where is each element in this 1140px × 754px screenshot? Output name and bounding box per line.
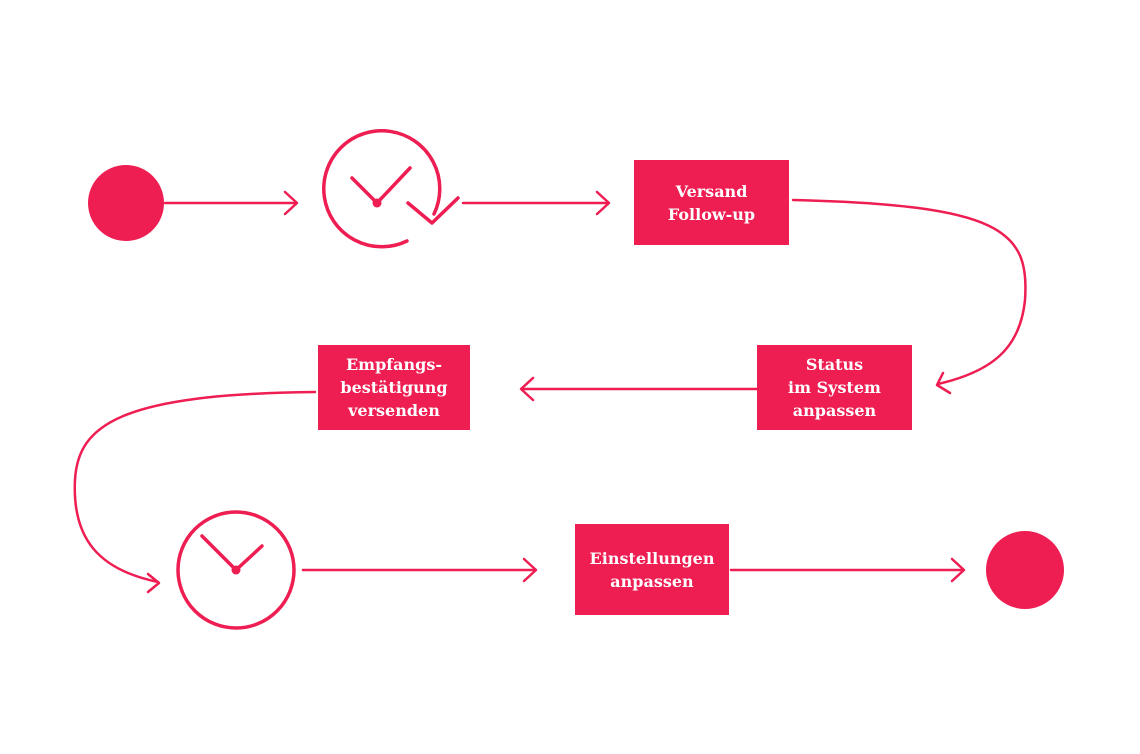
step-send-receipt-line-2: bestätigung bbox=[340, 378, 448, 397]
connector-send-follow-up-to-update-status bbox=[791, 198, 1027, 395]
start-dot bbox=[88, 165, 164, 241]
step-adjust-settings-label: Einstellungen anpassen bbox=[590, 547, 715, 593]
step-update-status-line-1: Status bbox=[805, 355, 864, 374]
clock-repeat-center bbox=[372, 198, 382, 208]
step-send-receipt: Empfangs- bestätigung versenden bbox=[318, 345, 470, 430]
step-send-follow-up: Versand Follow-up bbox=[634, 160, 789, 245]
step-adjust-settings: Einstellungen anpassen bbox=[575, 524, 729, 615]
step-send-follow-up-line-1: Versand bbox=[675, 181, 748, 201]
step-adjust-settings-line-2: anpassen bbox=[610, 571, 694, 591]
step-update-status-line-3: anpassen bbox=[792, 401, 877, 420]
step-update-status-label: Status im System anpassen bbox=[788, 353, 881, 422]
connector-send-receipt-to-wait-2 bbox=[73, 390, 317, 594]
step-send-follow-up-label: Versand Follow-up bbox=[668, 180, 755, 226]
step-adjust-settings-line-1: Einstellungen bbox=[589, 548, 715, 568]
connector-start-to-wait-1 bbox=[163, 190, 299, 216]
end-dot bbox=[986, 531, 1064, 609]
step-send-receipt-line-3: versenden bbox=[348, 401, 440, 420]
connector-adjust-settings-to-end bbox=[729, 557, 966, 583]
clock-center bbox=[231, 565, 241, 575]
connector-update-status-to-send-receipt bbox=[519, 376, 759, 402]
step-update-status: Status im System anpassen bbox=[757, 345, 912, 430]
step-update-status-line-2: im System bbox=[788, 378, 881, 397]
step-send-receipt-label: Empfangs- bestätigung versenden bbox=[340, 353, 447, 422]
clock-icon bbox=[176, 510, 296, 630]
step-send-follow-up-line-2: Follow-up bbox=[667, 204, 756, 224]
connector-wait-2-to-adjust-settings bbox=[301, 557, 538, 583]
step-send-receipt-line-1: Empfangs- bbox=[345, 355, 443, 374]
connector-wait-1-to-send-follow-up bbox=[461, 190, 611, 216]
clock-repeat-icon bbox=[322, 129, 460, 249]
